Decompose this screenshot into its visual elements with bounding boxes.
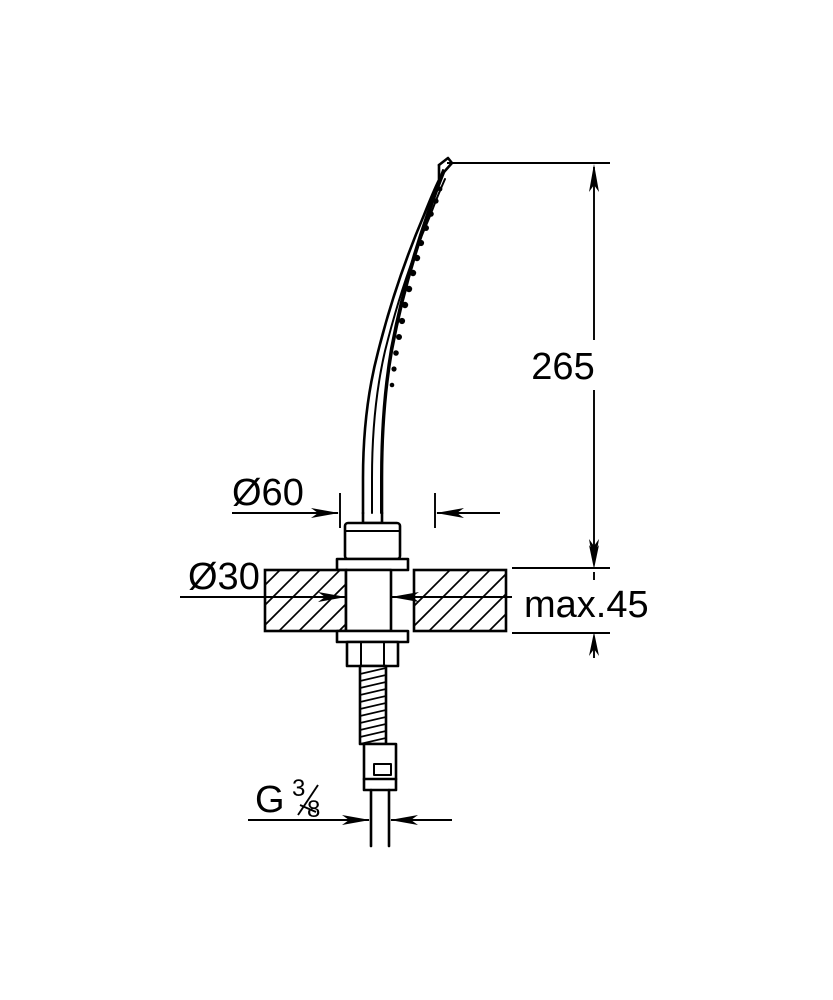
counter-left-hatching bbox=[265, 570, 346, 631]
flange-body bbox=[343, 521, 402, 561]
thread-turns bbox=[359, 667, 387, 745]
dimension-label-max45: max.45 bbox=[524, 584, 649, 626]
counter-left-block bbox=[263, 568, 348, 633]
hex-nut bbox=[345, 640, 400, 668]
counter-section bbox=[263, 568, 508, 633]
flange-base-plate bbox=[335, 557, 410, 572]
counter-right-hatching bbox=[414, 570, 506, 631]
dimension-d60: Ø60 bbox=[232, 472, 500, 528]
handset-tip-crease bbox=[380, 169, 444, 514]
arrow-d30-right bbox=[391, 592, 419, 602]
hand-shower-handset bbox=[361, 156, 454, 515]
dimension-265: 265 bbox=[447, 162, 610, 569]
dimension-label-d30: Ø30 bbox=[188, 556, 260, 598]
arrow-265-top bbox=[589, 164, 599, 192]
dimension-label-d60: Ø60 bbox=[232, 472, 304, 514]
dimension-max45: max.45 bbox=[512, 545, 649, 658]
handset-tip-face bbox=[437, 156, 454, 174]
fraction-bar bbox=[297, 784, 319, 816]
handset-outer-edge bbox=[361, 163, 441, 515]
thread-fraction-numerator: 3 bbox=[292, 775, 305, 802]
thread-fraction-denominator: 8 bbox=[307, 796, 320, 823]
dimension-label-265: 265 bbox=[531, 346, 594, 388]
arrow-g38-left bbox=[342, 815, 370, 825]
fraction-slash bbox=[299, 804, 317, 813]
connector-detail-square bbox=[373, 763, 392, 776]
arrow-d60-right bbox=[436, 508, 464, 518]
fixing-washer bbox=[335, 629, 410, 644]
arrow-g38-right bbox=[390, 815, 418, 825]
thread-label-g: G bbox=[255, 779, 285, 821]
dimension-d30: Ø30 bbox=[180, 556, 512, 602]
arrow-max45-top bbox=[589, 545, 599, 569]
arrow-d60-left bbox=[311, 508, 339, 518]
mounting-shank bbox=[344, 568, 393, 633]
spray-nozzle-dots bbox=[389, 186, 443, 388]
arrow-max45-bottom bbox=[589, 632, 599, 656]
arrow-d30-left bbox=[318, 592, 346, 602]
dimension-thread-g38: G 3 8 bbox=[248, 775, 452, 836]
